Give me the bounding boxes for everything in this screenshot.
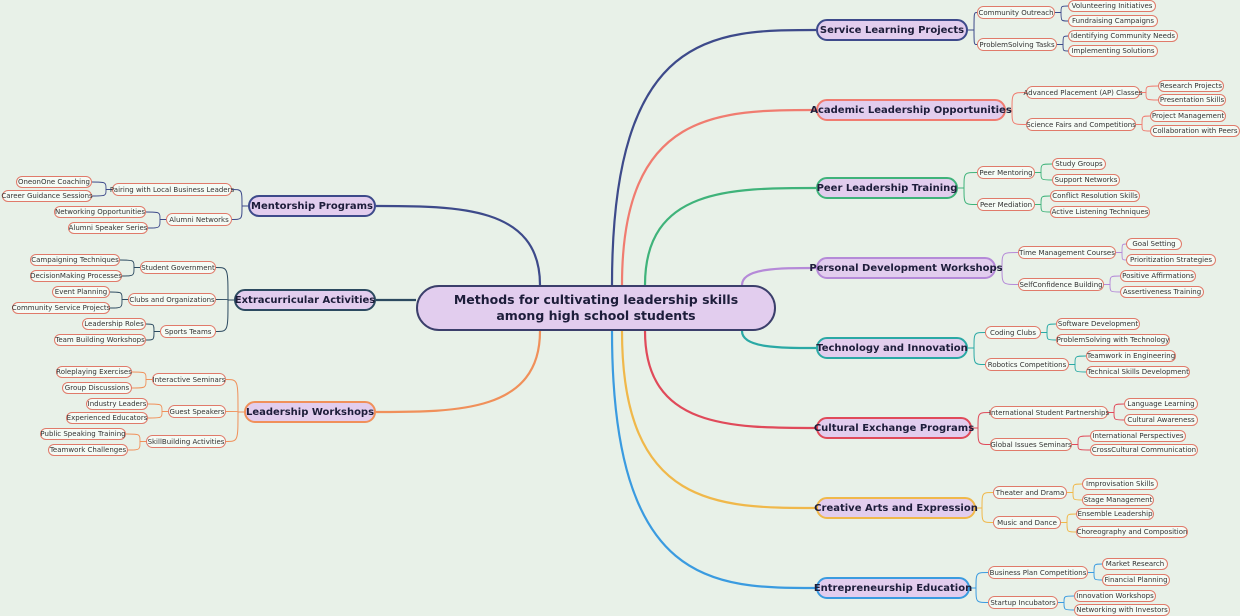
leaf-technical-skills-development[interactable]: Technical Skills Development <box>1086 366 1190 378</box>
leaf-oneonone-coaching[interactable]: OneonOne Coaching <box>16 176 92 188</box>
leaf-roleplaying-exercises[interactable]: Roleplaying Exercises <box>56 366 132 378</box>
leaf-identifying-community-needs[interactable]: Identifying Community Needs <box>1068 30 1178 42</box>
leaf-industry-leaders[interactable]: Industry Leaders <box>86 398 148 410</box>
leaf-goal-setting[interactable]: Goal Setting <box>1126 238 1182 250</box>
leaf-leadership-roles[interactable]: Leadership Roles <box>82 318 146 330</box>
subtopic-skillbuilding-activities[interactable]: SkillBuilding Activities <box>146 435 226 448</box>
leaf-project-management[interactable]: Project Management <box>1150 110 1226 122</box>
leaf-networking-opportunities[interactable]: Networking Opportunities <box>54 206 146 218</box>
leaf-collaboration-with-peers[interactable]: Collaboration with Peers <box>1150 125 1240 137</box>
subtopic-pairing-with-local-business-leaders[interactable]: Pairing with Local Business Leaders <box>110 183 234 196</box>
leaf-active-listening-techniques[interactable]: Active Listening Techniques <box>1050 206 1150 218</box>
leaf-support-networks[interactable]: Support Networks <box>1052 174 1120 186</box>
leaf-crosscultural-communication[interactable]: CrossCultural Communication <box>1090 444 1198 456</box>
leaf-improvisation-skills[interactable]: Improvisation Skills <box>1082 478 1158 490</box>
topic-peer-leadership-training[interactable]: Peer Leadership Training <box>816 177 958 199</box>
subtopic-problemsolving-tasks[interactable]: ProblemSolving Tasks <box>977 38 1057 51</box>
leaf-software-development[interactable]: Software Development <box>1056 318 1140 330</box>
topic-leadership-workshops[interactable]: Leadership Workshops <box>244 401 376 423</box>
leaf-market-research[interactable]: Market Research <box>1102 558 1168 570</box>
leaf-financial-planning[interactable]: Financial Planning <box>1102 574 1170 586</box>
leaf-teamwork-in-engineering[interactable]: Teamwork in Engineering <box>1086 350 1176 362</box>
subtopic-clubs-and-organizations[interactable]: Clubs and Organizations <box>128 293 216 306</box>
root-topic[interactable]: Methods for cultivating leadership skill… <box>416 285 776 331</box>
topic-mentorship-programs[interactable]: Mentorship Programs <box>248 195 376 217</box>
leaf-community-service-projects[interactable]: Community Service Projects <box>11 302 111 314</box>
leaf-fundraising-campaigns[interactable]: Fundraising Campaigns <box>1068 15 1158 27</box>
subtopic-time-management-courses[interactable]: Time Management Courses <box>1018 246 1116 259</box>
leaf-cultural-awareness[interactable]: Cultural Awareness <box>1124 414 1198 426</box>
subtopic-coding-clubs[interactable]: Coding Clubs <box>985 326 1041 339</box>
leaf-assertiveness-training[interactable]: Assertiveness Training <box>1120 286 1204 298</box>
leaf-career-guidance-sessions[interactable]: Career Guidance Sessions <box>1 190 93 202</box>
leaf-choreography-and-composition[interactable]: Choreography and Composition <box>1076 526 1188 538</box>
leaf-stage-management[interactable]: Stage Management <box>1082 494 1154 506</box>
subtopic-sports-teams[interactable]: Sports Teams <box>160 325 216 338</box>
topic-service-learning-projects[interactable]: Service Learning Projects <box>816 19 968 41</box>
leaf-positive-affirmations[interactable]: Positive Affirmations <box>1120 270 1196 282</box>
topic-creative-arts-and-expression[interactable]: Creative Arts and Expression <box>814 497 978 519</box>
leaf-teamwork-challenges[interactable]: Teamwork Challenges <box>48 444 128 456</box>
leaf-alumni-speaker-series[interactable]: Alumni Speaker Series <box>68 222 148 234</box>
leaf-research-projects[interactable]: Research Projects <box>1158 80 1224 92</box>
subtopic-advanced-placement-ap-classes[interactable]: Advanced Placement (AP) Classes <box>1024 86 1143 99</box>
subtopic-peer-mediation[interactable]: Peer Mediation <box>977 198 1035 211</box>
leaf-conflict-resolution-skills[interactable]: Conflict Resolution Skills <box>1050 190 1140 202</box>
topic-personal-development-workshops[interactable]: Personal Development Workshops <box>809 257 1003 279</box>
subtopic-interactive-seminars[interactable]: Interactive Seminars <box>152 373 226 386</box>
leaf-decisionmaking-processes[interactable]: DecisionMaking Processes <box>30 270 122 282</box>
topic-entrepreneurship-education[interactable]: Entrepreneurship Education <box>814 577 972 599</box>
leaf-prioritization-strategies[interactable]: Prioritization Strategies <box>1126 254 1216 266</box>
subtopic-theater-and-drama[interactable]: Theater and Drama <box>993 486 1067 499</box>
topic-academic-leadership-opportunities[interactable]: Academic Leadership Opportunities <box>810 99 1012 121</box>
subtopic-startup-incubators[interactable]: Startup Incubators <box>988 596 1058 609</box>
leaf-public-speaking-training[interactable]: Public Speaking Training <box>40 428 126 440</box>
topic-technology-and-innovation[interactable]: Technology and Innovation <box>816 337 968 359</box>
subtopic-robotics-competitions[interactable]: Robotics Competitions <box>985 358 1069 371</box>
leaf-implementing-solutions[interactable]: Implementing Solutions <box>1068 45 1158 57</box>
leaf-study-groups[interactable]: Study Groups <box>1052 158 1106 170</box>
leaf-international-perspectives[interactable]: International Perspectives <box>1090 430 1186 442</box>
leaf-event-planning[interactable]: Event Planning <box>52 286 110 298</box>
leaf-networking-with-investors[interactable]: Networking with Investors <box>1074 604 1170 616</box>
subtopic-science-fairs-and-competitions[interactable]: Science Fairs and Competitions <box>1026 118 1136 131</box>
subtopic-student-government[interactable]: Student Government <box>140 261 216 274</box>
subtopic-international-student-partnerships[interactable]: International Student Partnerships <box>989 406 1109 419</box>
subtopic-selfconfidence-building[interactable]: SelfConfidence Building <box>1018 278 1104 291</box>
leaf-volunteering-initiatives[interactable]: Volunteering Initiatives <box>1068 0 1156 12</box>
subtopic-peer-mentoring[interactable]: Peer Mentoring <box>977 166 1035 179</box>
subtopic-guest-speakers[interactable]: Guest Speakers <box>168 405 226 418</box>
topic-cultural-exchange-programs[interactable]: Cultural Exchange Programs <box>814 417 974 439</box>
leaf-innovation-workshops[interactable]: Innovation Workshops <box>1074 590 1156 602</box>
topic-extracurricular-activities[interactable]: Extracurricular Activities <box>234 289 376 311</box>
leaf-presentation-skills[interactable]: Presentation Skills <box>1158 94 1226 106</box>
subtopic-business-plan-competitions[interactable]: Business Plan Competitions <box>988 566 1088 579</box>
leaf-group-discussions[interactable]: Group Discussions <box>62 382 132 394</box>
subtopic-community-outreach[interactable]: Community Outreach <box>977 6 1055 19</box>
leaf-experienced-educators[interactable]: Experienced Educators <box>66 412 148 424</box>
subtopic-alumni-networks[interactable]: Alumni Networks <box>166 213 232 226</box>
leaf-team-building-workshops[interactable]: Team Building Workshops <box>54 334 146 346</box>
subtopic-global-issues-seminars[interactable]: Global Issues Seminars <box>990 438 1072 451</box>
leaf-problemsolving-with-technology[interactable]: ProblemSolving with Technology <box>1056 334 1170 346</box>
leaf-ensemble-leadership[interactable]: Ensemble Leadership <box>1076 508 1154 520</box>
leaf-campaigning-techniques[interactable]: Campaigning Techniques <box>30 254 120 266</box>
subtopic-music-and-dance[interactable]: Music and Dance <box>993 516 1061 529</box>
leaf-language-learning[interactable]: Language Learning <box>1124 398 1198 410</box>
